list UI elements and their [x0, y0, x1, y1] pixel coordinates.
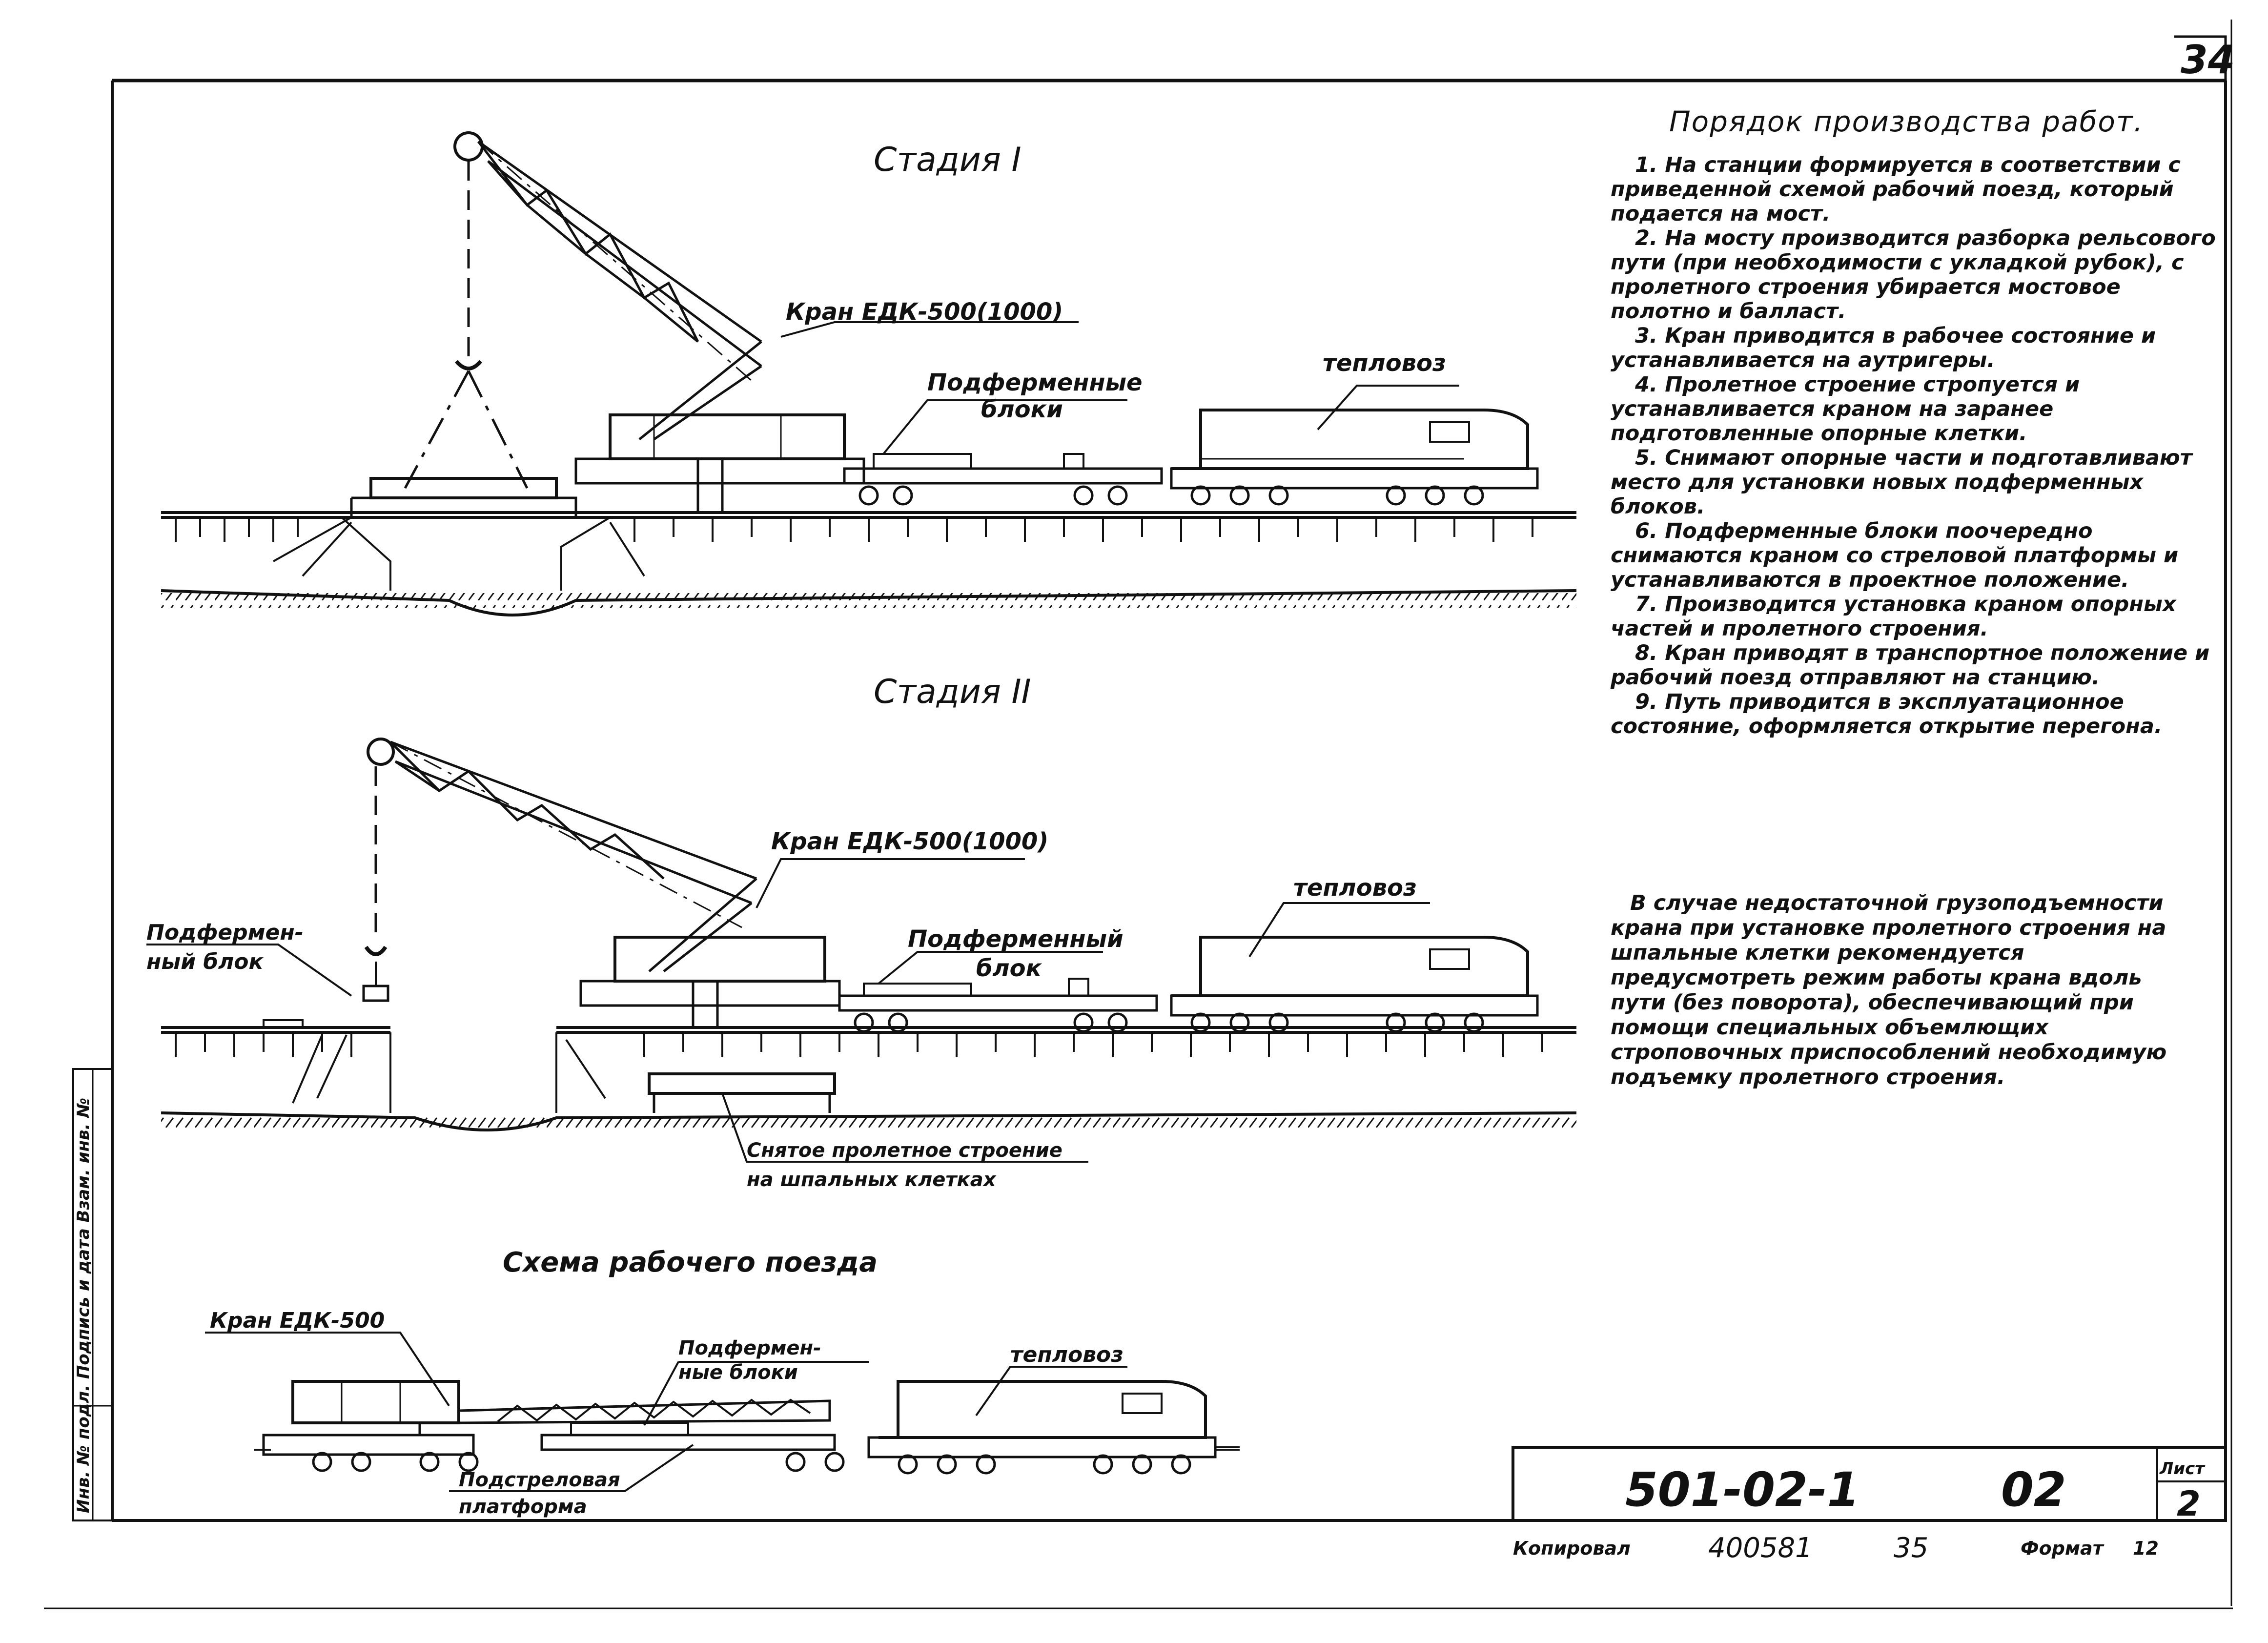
stage2-hanging-block-2: ный блок [146, 949, 264, 974]
sheet-number: 34 [2181, 37, 2235, 82]
side-stamp: Инв. № подл. Подпись и дата Взам. инв. № [72, 1068, 113, 1521]
side-stamp-text: Инв. № подл. Подпись и дата Взам. инв. № [74, 1098, 93, 1513]
stage1-drawing: Стадия I [161, 131, 1577, 616]
work-order-item-7: 7. Производится установка краном опорных… [1611, 592, 2176, 641]
train-scheme-title: Схема рабочего поезда [503, 1247, 878, 1278]
work-order-item-1: 1. На станции формируется в соответствии… [1611, 153, 2181, 226]
format-value: 12 [2133, 1538, 2159, 1559]
train-platform-label-2: платформа [459, 1496, 587, 1518]
stage2-locomotive-label: тепловоз [1293, 874, 1417, 902]
stage2-block-label-2: блок [976, 955, 1042, 982]
inventory-number: 400581 [1708, 1532, 1813, 1564]
copy-number: 35 [1894, 1532, 1928, 1564]
work-order-item-8: 8. Кран приводят в транспортное положени… [1611, 641, 2210, 690]
stage2-crane-label: Кран ЕДК-500(1000) [771, 828, 1048, 855]
work-order-item-3: 3. Кран приводится в рабочее состояние и… [1611, 324, 2156, 372]
title-block-sheet-label: Лист [2159, 1459, 2206, 1479]
stage2-block-label-1: Подферменный [908, 925, 1124, 953]
title-block [1512, 1446, 2227, 1522]
stage2-drawing: Стадия II [146, 673, 1577, 1163]
train-scheme-drawing [205, 1332, 1240, 1492]
crane-capacity-note: В случае недостаточной грузоподъемности … [1611, 891, 2167, 1089]
work-order-item-9: 9. Путь приводится в эксплуатационное со… [1611, 690, 2163, 739]
stage1-blocks-label-2: блоки [981, 396, 1063, 423]
stage1-blocks-label-1: Подферменные [927, 369, 1143, 396]
stage2-removed-span-2: на шпальных клетках [747, 1169, 997, 1191]
copied-label: Копировал [1513, 1538, 1631, 1559]
stage2-removed-span-1: Снятое пролетное строение [747, 1139, 1062, 1162]
work-order-notes: Порядок производства работ. 1. На станци… [1611, 105, 2226, 739]
work-order-item-2: 2. На мосту производится разборка рельсо… [1611, 226, 2216, 324]
train-crane-label: Кран ЕДК-500 [210, 1308, 385, 1333]
sheet-frame [44, 20, 2233, 1609]
train-blocks-label-2: ные блоки [678, 1361, 798, 1384]
stage1-crane-label: Кран ЕДК-500(1000) [786, 298, 1063, 326]
stage2-hanging-block-1: Подфермен- [146, 920, 304, 945]
train-blocks-label-1: Подфермен- [678, 1337, 821, 1359]
stage1-locomotive-label: тепловоз [1323, 349, 1446, 377]
work-order-item-6: 6. Подферменные блоки поочередно снимают… [1611, 519, 2179, 592]
work-order-item-4: 4. Пролетное строение стропуется и устан… [1611, 372, 2080, 446]
work-order-title: Порядок производства работ. [1669, 105, 2144, 138]
train-platform-label-1: Подстреловая [459, 1469, 620, 1491]
stage2-title: Стадия II [874, 673, 1031, 711]
title-block-code: 501-02-1 [1625, 1462, 1859, 1517]
stage1-title: Стадия I [874, 141, 1022, 179]
format-label: Формат [2021, 1538, 2105, 1559]
train-locomotive-label: тепловоз [1010, 1342, 1124, 1367]
work-order-item-5: 5. Снимают опорные части и подготавливаю… [1611, 446, 2192, 519]
title-block-section: 02 [2001, 1462, 2066, 1517]
title-block-sheet: 2 [2177, 1484, 2201, 1524]
